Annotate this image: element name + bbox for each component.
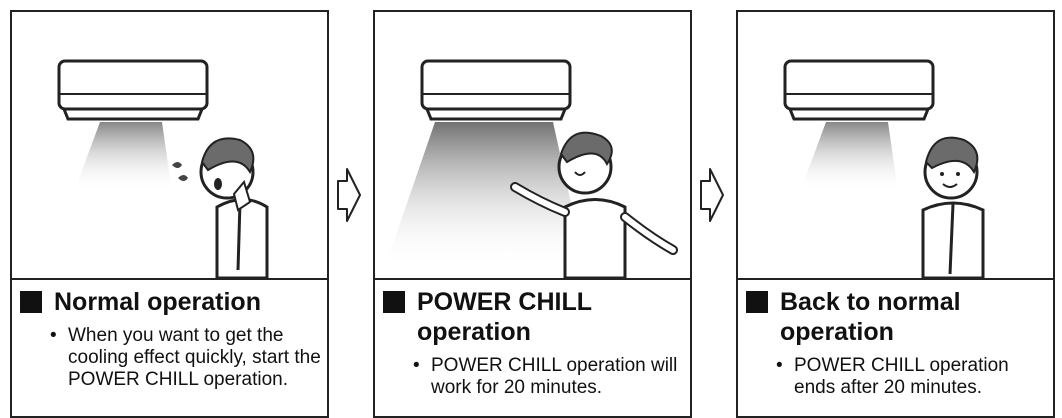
panel-heading: Back to normal operation (746, 287, 1053, 347)
illustration-normal-operation (12, 12, 327, 280)
heading-text: POWER CHILL operation (417, 287, 690, 347)
black-square-icon (746, 291, 768, 313)
bullet-text: POWER CHILL operation ends after 20 minu… (794, 355, 1009, 398)
panel-normal-operation: Normal operation • When you want to get … (10, 10, 329, 418)
sweat-drops-icon (172, 162, 188, 181)
black-square-icon (20, 291, 42, 313)
arrow-right-icon (699, 165, 725, 225)
heading-text: Back to normal operation (780, 287, 1053, 347)
air-conditioner-icon (422, 61, 570, 119)
air-conditioner-icon (59, 61, 207, 119)
panel-back-to-normal-operation: Back to normal operation • POWER CHILL o… (736, 10, 1055, 418)
air-conditioner-icon (785, 61, 933, 119)
bullet-dot: • (776, 355, 783, 377)
bullet-text: POWER CHILL operation will work for 20 m… (431, 355, 677, 398)
arrow-right-icon (336, 165, 362, 225)
smiling-person-icon (923, 138, 983, 278)
panel-power-chill-operation: POWER CHILL operation • POWER CHILL oper… (373, 10, 692, 418)
illustration-power-chill-operation (375, 12, 690, 280)
cool-airflow (74, 122, 172, 192)
bullet-item: • When you want to get the cooling effec… (50, 325, 323, 391)
strong-airflow (385, 122, 585, 267)
bullet-item: • POWER CHILL operation will work for 20… (413, 355, 686, 399)
hot-person-icon (201, 138, 267, 278)
bullet-dot: • (50, 325, 57, 347)
black-square-icon (383, 291, 405, 313)
bullet-text: When you want to get the cooling effect … (68, 325, 321, 390)
cool-airflow (800, 122, 898, 192)
panel-heading: POWER CHILL operation (383, 287, 690, 347)
bullet-dot: • (413, 355, 420, 377)
heading-text: Normal operation (54, 287, 327, 317)
panel-heading: Normal operation (20, 287, 327, 317)
illustration-back-to-normal (738, 12, 1053, 280)
bullet-item: • POWER CHILL operation ends after 20 mi… (776, 355, 1049, 399)
